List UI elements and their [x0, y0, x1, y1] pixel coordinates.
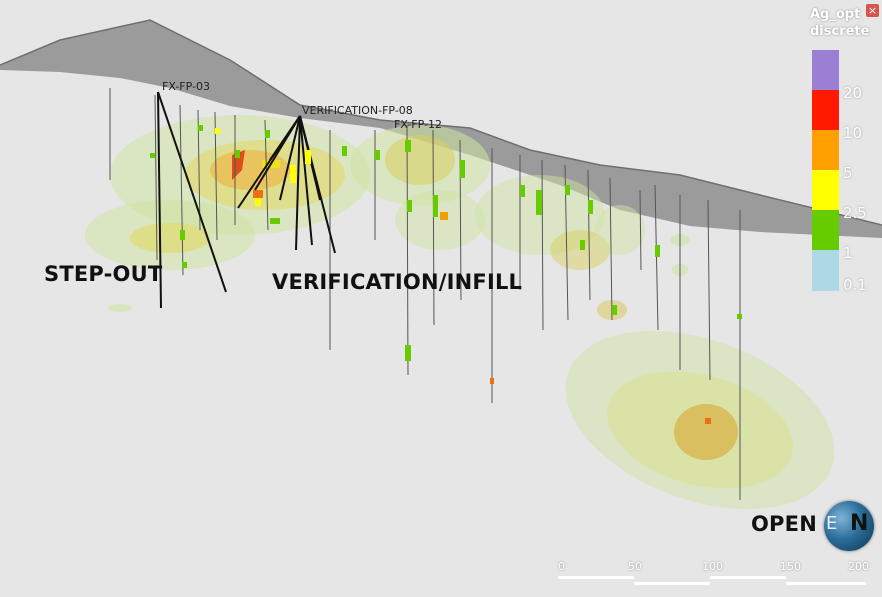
legend-swatch: [812, 210, 839, 250]
legend-close-button[interactable]: ×: [866, 4, 879, 17]
assay-intervals: [150, 125, 742, 424]
compass-east-label: E: [826, 513, 838, 534]
compass-globe-icon[interactable]: E N: [824, 501, 874, 551]
drillhole-label-1[interactable]: FX-FP-03: [162, 80, 210, 93]
legend-swatch: [812, 170, 839, 210]
legend-label: 2.5: [843, 204, 867, 222]
legend-title-line2: discrete: [810, 24, 870, 39]
legend-label: 5: [843, 164, 853, 182]
legend-label: 10: [843, 124, 863, 142]
scale-label: 200: [848, 560, 869, 573]
legend-swatch: [812, 90, 839, 130]
key-drillholes: [157, 91, 336, 309]
scale-label: 50: [628, 560, 642, 573]
drillhole-label-3[interactable]: FX-FP-12: [394, 118, 442, 131]
scale-segment: [786, 582, 866, 585]
legend-label: 20: [843, 84, 863, 102]
legend-label: 1: [843, 244, 853, 262]
scale-segment: [710, 576, 786, 579]
legend-title: Ag_opt discrete: [810, 6, 874, 40]
scale-label: 100: [702, 560, 723, 573]
drillhole-traces: [109, 88, 741, 500]
legend-swatch: [812, 250, 839, 291]
scale-segment: [634, 582, 710, 585]
scale-label: 150: [780, 560, 801, 573]
legend-swatch: [812, 130, 839, 170]
drillhole-label-2[interactable]: VERIFICATION-FP-08: [302, 104, 413, 117]
scale-label: 0: [558, 560, 565, 573]
scale-segment: [558, 576, 634, 579]
legend-title-line1: Ag_opt: [810, 7, 861, 22]
grade-shells: [85, 115, 835, 510]
annotation-step-out: STEP-OUT: [44, 262, 163, 286]
annotation-open: OPEN: [751, 512, 817, 536]
compass-north-label: N: [850, 511, 869, 536]
annotation-verification-infill: VERIFICATION/INFILL: [272, 270, 523, 294]
legend-color-bar: [812, 50, 839, 291]
legend-swatch: [812, 50, 839, 90]
legend-label: 0.1: [843, 276, 867, 294]
scale-bar: 0 50 100 150 200: [558, 560, 869, 590]
